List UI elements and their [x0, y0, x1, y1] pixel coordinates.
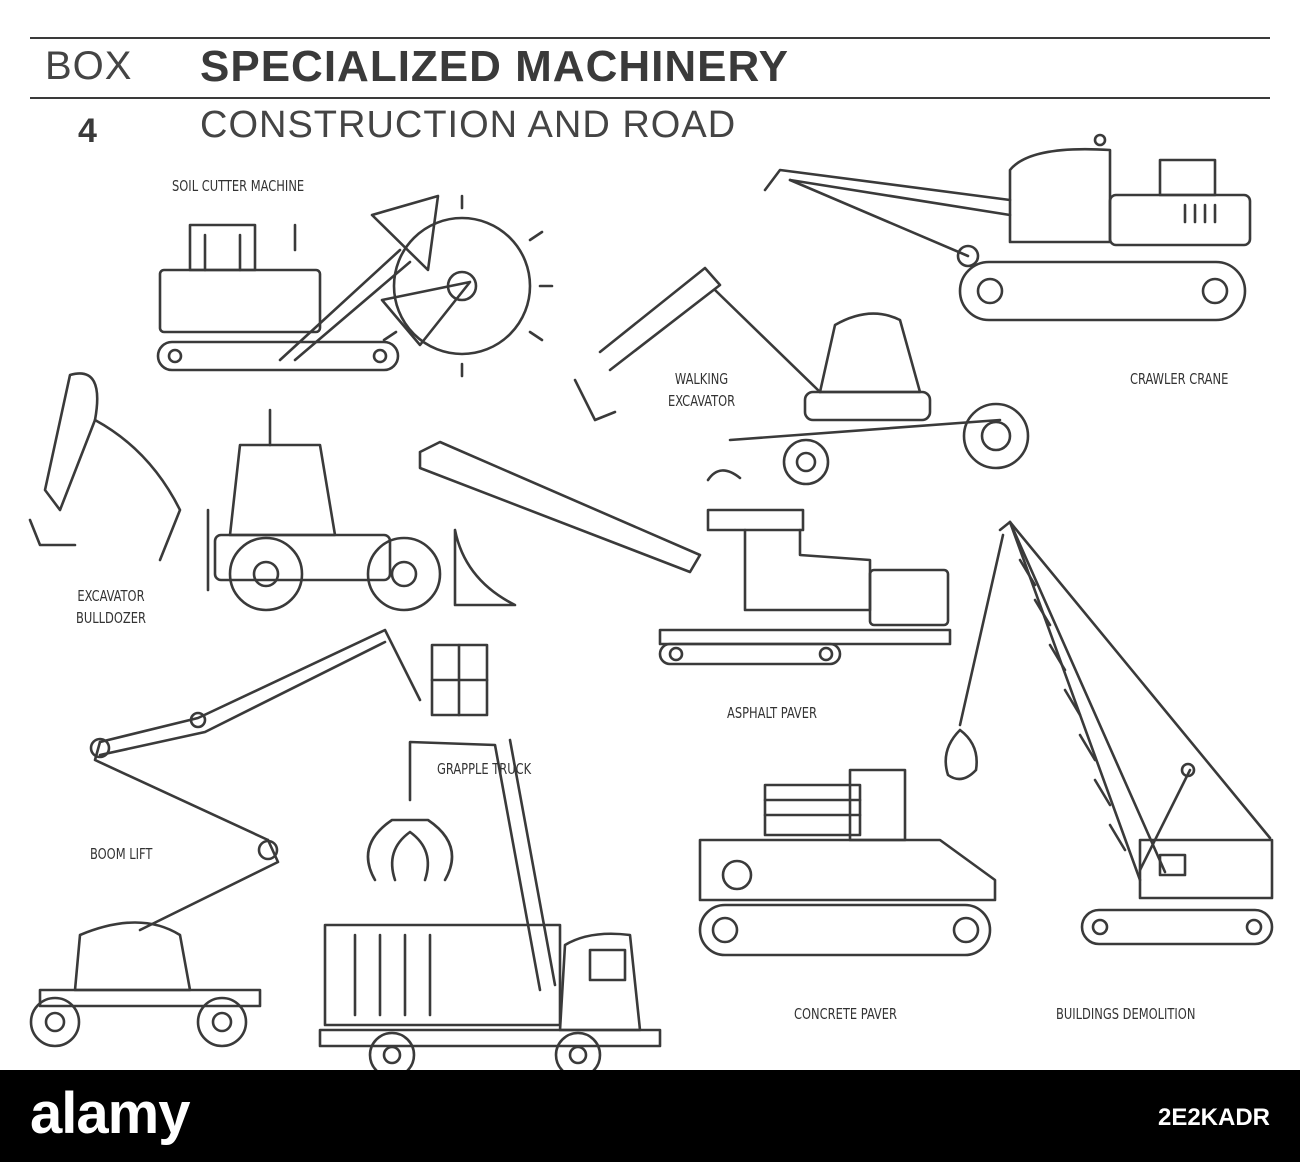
- label-grapple-truck: GRAPPLE TRUCK: [437, 760, 532, 778]
- concrete-paver-icon: [698, 768, 997, 957]
- boom-lift-icon: [29, 628, 489, 1048]
- demolition-crane-icon: [944, 520, 1274, 946]
- soil-cutter-machine-icon: [156, 194, 554, 378]
- illustration-canvas: BOX SPECIALIZED MACHINERY 4 CONSTRUCTION…: [28, 37, 1274, 1070]
- stock-footer-bar: [0, 1070, 1300, 1162]
- machinery-line-art: [28, 133, 1274, 1070]
- top-rule: [30, 37, 1270, 39]
- alamy-logo: alamy: [30, 1081, 190, 1146]
- box-number: 4: [78, 112, 97, 150]
- label-soil-cutter-machine: SOIL CUTTER MACHINE: [172, 177, 305, 195]
- header-rule: [30, 97, 1270, 99]
- label-excavator-bulldozer: EXCAVATOR BULLDOZER: [76, 587, 146, 627]
- asphalt-paver-icon: [418, 440, 952, 666]
- crawler-crane-icon: [763, 133, 1252, 322]
- excavator-bulldozer-icon: [28, 372, 517, 612]
- label-boom-lift: BOOM LIFT: [90, 845, 153, 863]
- image-id-code: 2E2KADR: [1157, 1104, 1270, 1131]
- page-subtitle: CONSTRUCTION AND ROAD: [200, 104, 737, 146]
- label-buildings-demolition: BUILDINGS DEMOLITION: [1056, 1005, 1196, 1023]
- label-asphalt-paver: ASPHALT PAVER: [727, 704, 817, 722]
- grapple-truck-icon: [318, 738, 662, 1070]
- label-walking-excavator: WALKING EXCAVATOR: [668, 370, 736, 410]
- page-title: SPECIALIZED MACHINERY: [200, 42, 789, 91]
- label-crawler-crane: CRAWLER CRANE: [1130, 370, 1229, 388]
- label-concrete-paver: CONCRETE PAVER: [794, 1005, 897, 1023]
- box-label: BOX: [45, 44, 133, 88]
- walking-excavator-icon: [573, 266, 1030, 486]
